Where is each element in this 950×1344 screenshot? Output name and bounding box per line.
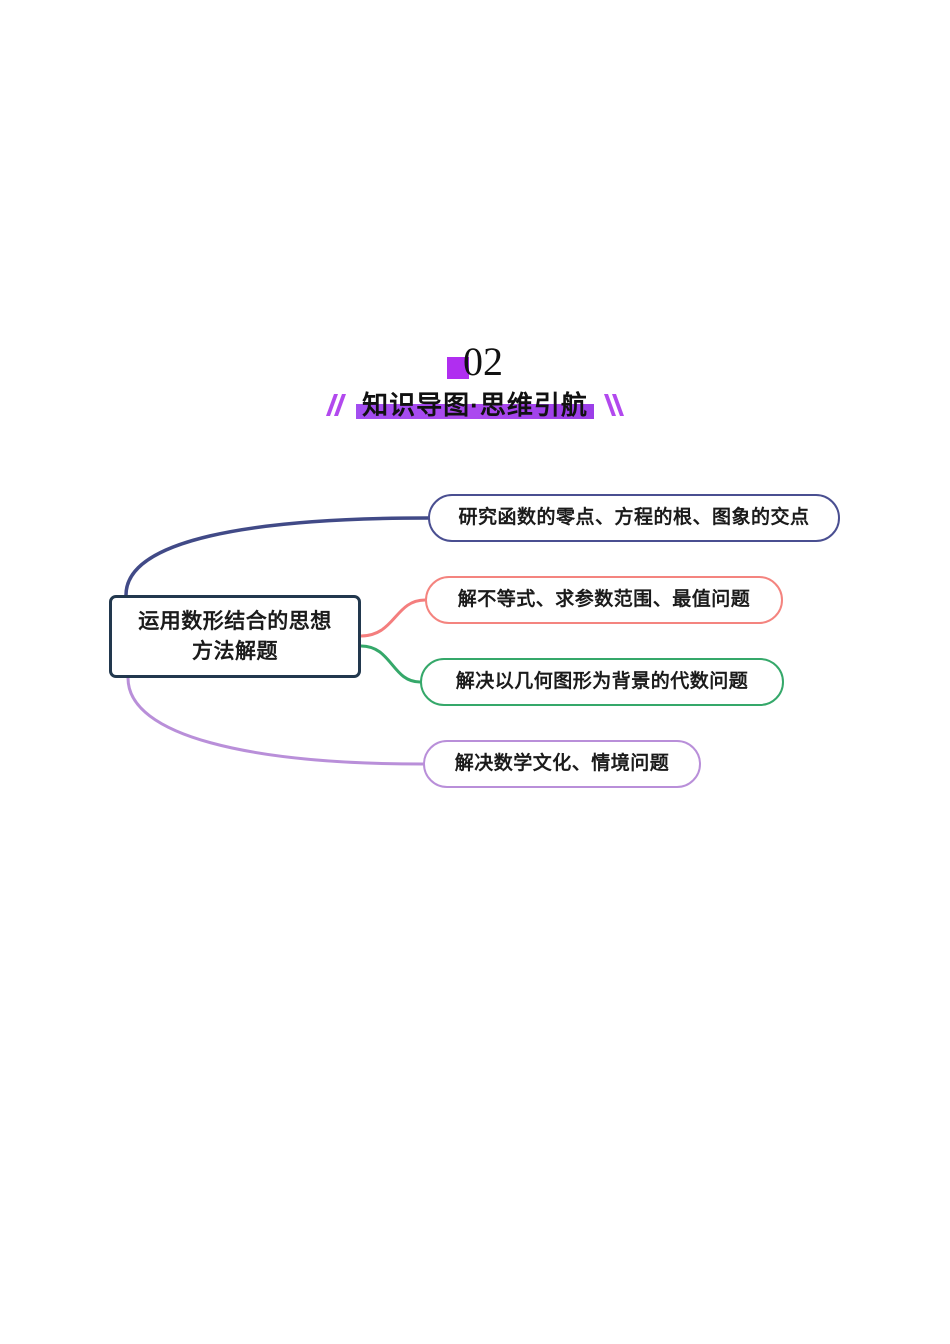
- title-highlight-bar: [356, 404, 594, 419]
- right-slash-marks-icon: [603, 390, 624, 420]
- connector-branch-2: [359, 644, 422, 684]
- connector-branch-3: [126, 676, 425, 766]
- mindmap-diagram: 运用数形结合的思想方法解题 研究函数的零点、方程的根、图象的交点 解不等式、求参…: [0, 470, 950, 820]
- connector-branch-1: [359, 598, 427, 638]
- mindmap-branch-node-1[interactable]: 解不等式、求参数范围、最值问题: [425, 576, 783, 624]
- mindmap-branch-node-3[interactable]: 解决数学文化、情境问题: [423, 740, 701, 788]
- mindmap-branch-node-2[interactable]: 解决以几何图形为背景的代数问题: [420, 658, 784, 706]
- purple-square-icon: [447, 357, 469, 379]
- mindmap-root-node[interactable]: 运用数形结合的思想方法解题: [109, 595, 361, 678]
- left-slash-marks-icon: [326, 390, 347, 420]
- mindmap-branch-label-3: 解决数学文化、情境问题: [454, 753, 670, 774]
- connector-branch-0: [124, 516, 430, 597]
- section-title-wrap: 知识导图·思维引航: [356, 390, 594, 420]
- section-header: 02 知识导图·思维引航: [0, 338, 950, 430]
- mindmap-branch-node-0[interactable]: 研究函数的零点、方程的根、图象的交点: [428, 494, 840, 542]
- mindmap-branch-label-1: 解不等式、求参数范围、最值问题: [457, 589, 751, 610]
- section-number: 02: [463, 339, 503, 384]
- section-title-row: 知识导图·思维引航: [0, 382, 950, 428]
- mindmap-root-label: 运用数形结合的思想方法解题: [138, 609, 332, 663]
- section-number-row: 02: [0, 338, 950, 382]
- mindmap-branch-label-2: 解决以几何图形为背景的代数问题: [455, 671, 749, 692]
- mindmap-connectors: [124, 516, 430, 766]
- mindmap-branch-label-0: 研究函数的零点、方程的根、图象的交点: [458, 507, 810, 528]
- section-title: 知识导图·思维引航: [362, 390, 588, 420]
